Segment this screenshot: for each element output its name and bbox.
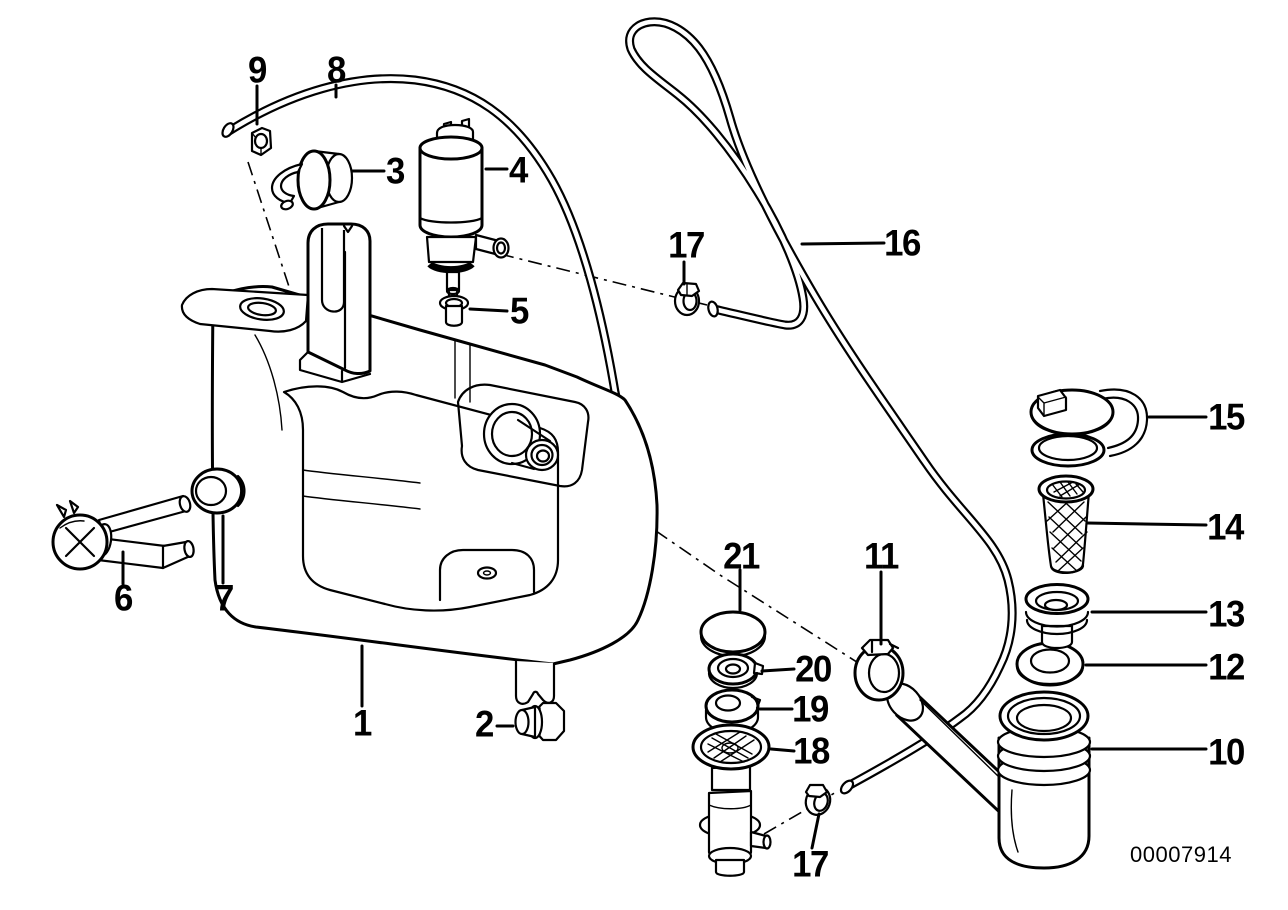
callout-label-16[interactable]: 16 xyxy=(884,222,921,264)
seal-ring-12-drawing xyxy=(1015,641,1085,687)
nozzle-6-drawing xyxy=(51,494,195,571)
callout-label-2[interactable]: 2 xyxy=(475,703,494,745)
cap-15-drawing xyxy=(1029,388,1149,468)
clamp-17-bottom-drawing xyxy=(804,783,832,816)
filler-pipe-10-drawing xyxy=(885,682,1092,870)
hose-16-drawing xyxy=(625,17,1017,795)
seal-19-drawing xyxy=(704,688,762,735)
grommet-3-drawing xyxy=(270,149,354,211)
pump-18-drawing xyxy=(691,723,772,877)
callout-label-4[interactable]: 4 xyxy=(509,149,528,191)
callout-label-11[interactable]: 11 xyxy=(864,535,899,577)
callout-label-19[interactable]: 19 xyxy=(792,688,829,730)
funnel-insert-13-drawing xyxy=(1024,583,1090,650)
pump-4-drawing xyxy=(418,117,510,299)
callout-label-9[interactable]: 9 xyxy=(248,49,267,91)
callout-label-20[interactable]: 20 xyxy=(795,648,832,690)
leader-lines xyxy=(121,83,1208,850)
clip-9-drawing xyxy=(250,126,273,157)
callout-label-3[interactable]: 3 xyxy=(386,150,405,192)
clamp-11-drawing xyxy=(853,638,905,702)
callout-label-1[interactable]: 1 xyxy=(353,702,372,744)
callout-label-13[interactable]: 13 xyxy=(1208,593,1245,635)
callout-label-14[interactable]: 14 xyxy=(1207,506,1244,548)
callout-label-21[interactable]: 21 xyxy=(723,535,760,577)
cover-21-drawing xyxy=(699,610,767,658)
image-number: 00007914 xyxy=(1130,842,1232,867)
strainer-14-drawing xyxy=(1037,474,1095,574)
grommet-7-drawing xyxy=(190,467,246,515)
callout-label-17-top[interactable]: 17 xyxy=(668,224,705,266)
plug-2-drawing xyxy=(514,701,566,742)
grommet-5-drawing xyxy=(438,294,470,327)
callout-label-18[interactable]: 18 xyxy=(793,730,830,772)
callout-label-6[interactable]: 6 xyxy=(114,577,133,619)
callout-label-12[interactable]: 12 xyxy=(1208,646,1245,688)
hose-8-drawing xyxy=(221,74,631,426)
reservoir-tank-1-drawing xyxy=(180,222,659,705)
callout-label-7[interactable]: 7 xyxy=(215,577,234,619)
clamp-17-top-drawing xyxy=(673,281,701,317)
callout-label-8[interactable]: 8 xyxy=(327,49,346,91)
grommet-20-drawing xyxy=(707,652,765,690)
callout-label-17-bottom[interactable]: 17 xyxy=(792,843,829,885)
callout-label-5[interactable]: 5 xyxy=(510,290,529,332)
callout-label-15[interactable]: 15 xyxy=(1208,396,1245,438)
callout-label-10[interactable]: 10 xyxy=(1208,731,1245,773)
